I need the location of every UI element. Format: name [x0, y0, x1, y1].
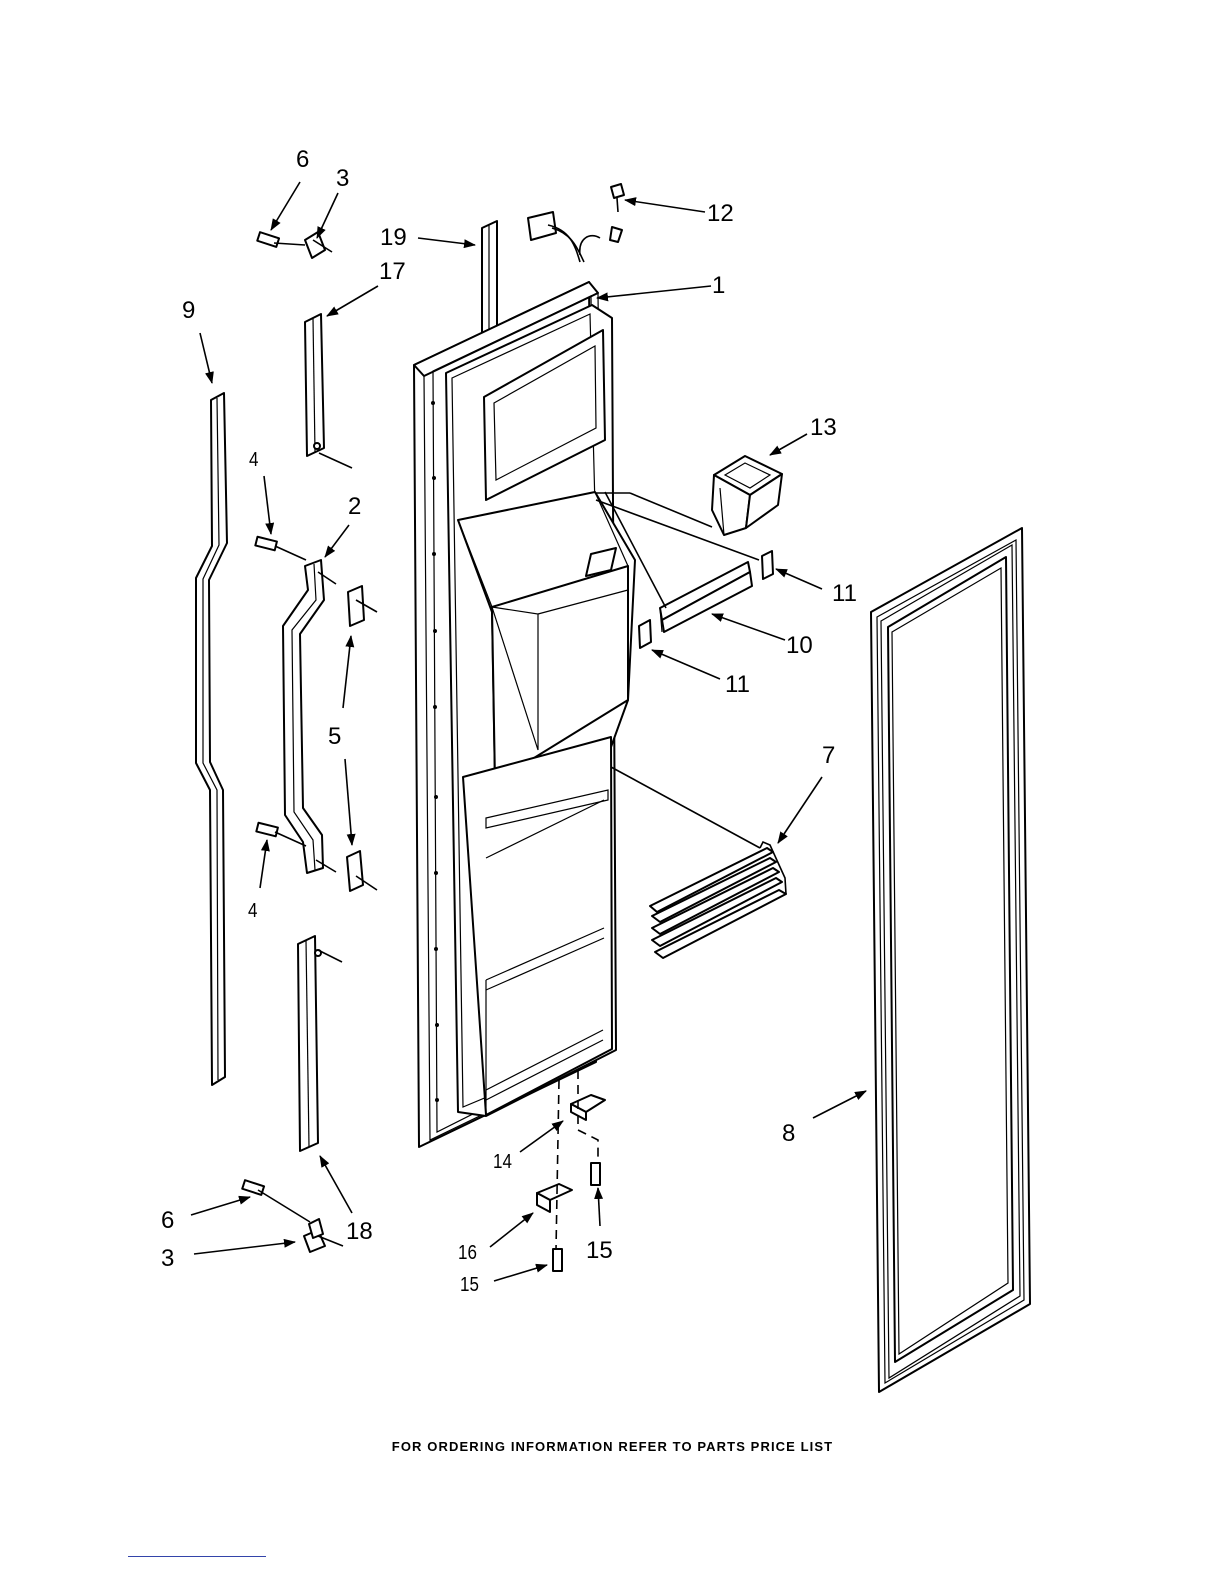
screw-part-12: [611, 184, 624, 212]
strip-part-19: [482, 221, 497, 336]
callout-3-top: 3: [336, 167, 349, 191]
callout-13: 13: [810, 416, 837, 440]
end-cap-part-5-top: [348, 586, 364, 626]
ordering-info-footer: FOR ORDERING INFORMATION REFER TO PARTS …: [0, 1439, 1225, 1454]
callout-16: 16: [458, 1241, 477, 1265]
hinge-block-part-16: [537, 1184, 572, 1212]
callout-10: 10: [786, 634, 813, 658]
callout-8: 8: [782, 1122, 795, 1146]
screw-part-15-right: [591, 1163, 600, 1185]
callout-3-bottom: 3: [161, 1247, 174, 1271]
callout-9: 9: [182, 299, 195, 323]
callout-12: 12: [707, 202, 734, 226]
clip-part-11-bottom: [639, 620, 651, 648]
callout-2: 2: [348, 495, 361, 519]
callout-4-bottom: 4: [248, 899, 257, 923]
callout-11-top: 11: [832, 582, 857, 606]
clip-part-11-top: [762, 551, 773, 579]
door-gasket-part-8: [871, 528, 1030, 1392]
rail-part-10: [660, 562, 752, 632]
callout-15-left: 15: [460, 1273, 479, 1297]
callout-6-top: 6: [296, 148, 309, 172]
callout-7: 7: [822, 744, 835, 768]
callout-19: 19: [380, 226, 407, 250]
door-liner-part-1: [414, 282, 635, 1147]
callout-5: 5: [328, 725, 341, 749]
breaker-strip-part-9: [196, 393, 227, 1085]
callout-14: 14: [493, 1150, 512, 1174]
shelf-wires-part-7: [650, 842, 786, 958]
end-cap-part-5-bottom: [347, 851, 363, 891]
screw-part-4-bottom: [256, 823, 278, 837]
hinge-cap-part-3-bottom: [304, 1219, 325, 1252]
callout-6-bottom: 6: [161, 1209, 174, 1233]
callout-11-bottom: 11: [725, 673, 750, 697]
callout-1: 1: [712, 274, 725, 298]
hinge-part-14: [571, 1095, 605, 1120]
strip-part-18: [298, 936, 321, 1151]
strip-part-17: [305, 314, 324, 456]
callout-4-top: 4: [249, 448, 258, 472]
screw-part-6-top: [257, 232, 279, 247]
callout-17: 17: [379, 260, 406, 284]
screw-part-15-left: [553, 1249, 562, 1271]
callout-18: 18: [346, 1220, 373, 1244]
handle-part-2: [283, 560, 324, 873]
wire-connector: [528, 212, 622, 262]
chute-part-13: [712, 456, 782, 535]
page-corner-rule: [128, 1556, 266, 1557]
screw-part-4-top: [255, 537, 277, 551]
screw-part-6-bottom: [242, 1180, 264, 1195]
callout-15-right: 15: [586, 1239, 613, 1263]
